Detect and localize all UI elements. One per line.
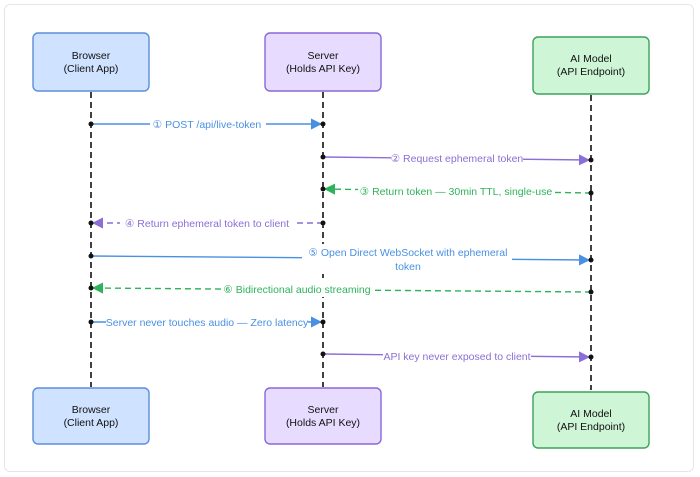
- actor-server-role: (Holds API Key): [286, 63, 360, 75]
- message-4-label: ④ Return ephemeral token to client: [125, 218, 289, 230]
- actor-server-name: Server: [308, 50, 339, 62]
- actor-browser-role: (Client App): [64, 63, 119, 75]
- message-2: ② Request ephemeral token: [320, 150, 594, 166]
- message-7: Server never touches audio — Zero latenc…: [88, 314, 326, 329]
- message-3-label: ③ Return token — 30min TTL, single-use: [360, 186, 553, 198]
- actor-browser-name-bottom: Browser: [72, 404, 111, 416]
- actor-browser-bottom: Browser (Client App): [32, 387, 150, 445]
- actor-server-name-bottom: Server: [308, 404, 339, 416]
- message-5-label-line2: token: [395, 261, 421, 273]
- message-1-label: ① POST /api/live-token: [153, 119, 262, 131]
- actor-ai-model-role-bottom: (API Endpoint): [557, 421, 625, 433]
- message-4: ④ Return ephemeral token to client: [88, 215, 326, 230]
- actor-server-role-bottom: (Holds API Key): [286, 417, 360, 429]
- actor-browser-top: Browser (Client App): [32, 32, 150, 92]
- actor-ai-model-role: (API Endpoint): [557, 66, 625, 78]
- message-5: ⑤ Open Direct WebSocket with ephemeral t…: [88, 244, 594, 274]
- actor-ai-model-name: AI Model: [570, 53, 611, 65]
- actor-browser-role-bottom: (Client App): [64, 417, 119, 429]
- message-8: API key never exposed to client: [320, 348, 594, 363]
- message-1: ① POST /api/live-token: [88, 116, 326, 131]
- message-6: ⑥ Bidirectional audio streaming: [88, 282, 594, 297]
- message-8-label: API key never exposed to client: [383, 351, 530, 363]
- actor-browser-name: Browser: [72, 50, 111, 62]
- actor-server-bottom: Server (Holds API Key): [264, 387, 382, 445]
- message-6-label: ⑥ Bidirectional audio streaming: [223, 284, 370, 296]
- message-3: ③ Return token — 30min TTL, single-use: [320, 183, 594, 199]
- message-7-label: Server never touches audio — Zero latenc…: [106, 317, 309, 329]
- actor-ai-model-bottom: AI Model (API Endpoint): [532, 391, 650, 449]
- actor-ai-model-name-bottom: AI Model: [570, 408, 611, 420]
- actor-server-top: Server (Holds API Key): [264, 32, 382, 92]
- message-2-label: ② Request ephemeral token: [391, 153, 524, 165]
- actor-ai-model-top: AI Model (API Endpoint): [532, 36, 650, 95]
- message-5-label-line1: ⑤ Open Direct WebSocket with ephemeral: [309, 247, 508, 259]
